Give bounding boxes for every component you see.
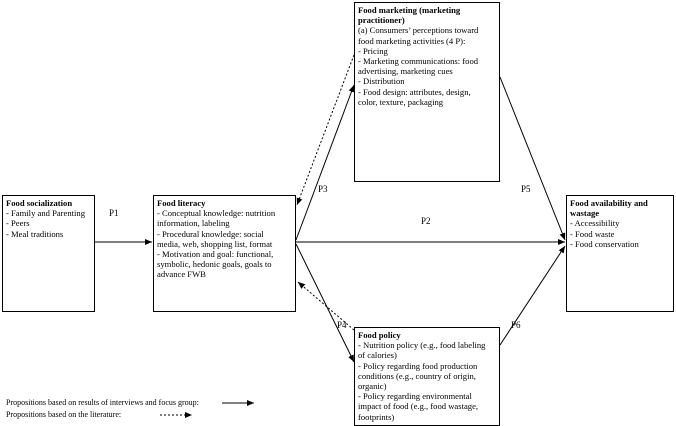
food-policy-box: Food policy - Nutrition policy (e.g., fo… [354, 327, 500, 426]
food-marketing-item: - Pricing [358, 45, 388, 56]
food-marketing-title: practitioner) [358, 15, 405, 26]
food-marketing-item: (a) Consumers’ perceptions toward [358, 25, 479, 36]
proposition-label-p2: P2 [421, 216, 431, 226]
food-marketing-item: color, texture, packaging [358, 96, 444, 107]
edge-p4-dashed [297, 281, 355, 331]
food-availability-item: - Accessibility [570, 218, 620, 229]
edge-p5 [499, 76, 566, 241]
food-policy-item: impact of food (e.g., food wastage, [358, 401, 479, 412]
legend-solid-text: Propositions based on results of intervi… [6, 398, 199, 407]
proposition-label-p4: P4 [337, 320, 347, 330]
edge-p3-dashed [296, 54, 355, 206]
food-availability-title: Food availability and [570, 198, 648, 208]
food-socialization-box: Food socialization - Family and Parentin… [2, 195, 95, 312]
food-availability-item: - Food conservation [570, 238, 639, 249]
food-literacy-item: advance FWB [157, 269, 206, 280]
food-socialization-item: - Family and Parenting [6, 208, 86, 219]
food-literacy-item: media, web, shopping list, format [157, 238, 273, 249]
food-marketing-item: - Distribution [358, 76, 405, 87]
proposition-label-p6: P6 [511, 320, 521, 330]
food-marketing-item: - Food design: attributes, design, [358, 86, 471, 97]
proposition-label-p5: P5 [521, 184, 531, 194]
food-policy-item: organic) [358, 381, 387, 392]
food-literacy-item: symbolic, hedonic goals, goals to [157, 259, 272, 270]
food-socialization-item: - Peers [6, 218, 30, 229]
food-socialization-item: - Meal traditions [6, 228, 64, 239]
food-availability-box: Food availability and wastage - Accessib… [566, 195, 674, 312]
food-availability-title: wastage [570, 208, 600, 219]
food-policy-item: conditions (e.g., country of origin, [358, 370, 476, 381]
edge-p3-solid [295, 84, 355, 241]
food-availability-item: - Food waste [570, 228, 615, 239]
food-policy-item: - Policy regarding environmental [358, 391, 472, 402]
food-marketing-item: advertising, marketing cues [358, 66, 453, 77]
food-literacy-item: - Motivation and goal: functional, [157, 249, 274, 260]
food-literacy-box: Food literacy - Conceptual knowledge: nu… [153, 195, 296, 312]
food-marketing-box: Food marketing (marketing practitioner) … [354, 2, 500, 182]
edge-p6 [499, 245, 566, 346]
food-socialization-title: Food socialization [6, 198, 73, 208]
food-marketing-title: Food marketing (marketing [358, 5, 461, 15]
food-policy-item: footprints) [358, 411, 395, 422]
proposition-label-p3: P3 [318, 184, 328, 194]
proposition-label-p1: P1 [109, 208, 119, 218]
food-policy-item: - Nutrition policy (e.g., food labeling [358, 340, 486, 351]
food-literacy-item: information, labeling [157, 218, 230, 229]
edge-p4-solid [295, 243, 355, 363]
legend-dashed-text: Propositions based on the literature: [6, 410, 122, 419]
food-literacy-item: - Procedural knowledge: social [157, 228, 264, 239]
food-literacy-item: - Conceptual knowledge: nutrition [157, 208, 276, 219]
food-policy-item: - Policy regarding food production [358, 360, 478, 371]
food-policy-title: Food policy [358, 330, 401, 340]
food-marketing-item: - Marketing communications: food [358, 56, 479, 67]
food-policy-item: of calories) [358, 350, 397, 361]
food-literacy-title: Food literacy [157, 198, 206, 208]
food-marketing-item: food marketing activities (4 P): [358, 35, 466, 46]
